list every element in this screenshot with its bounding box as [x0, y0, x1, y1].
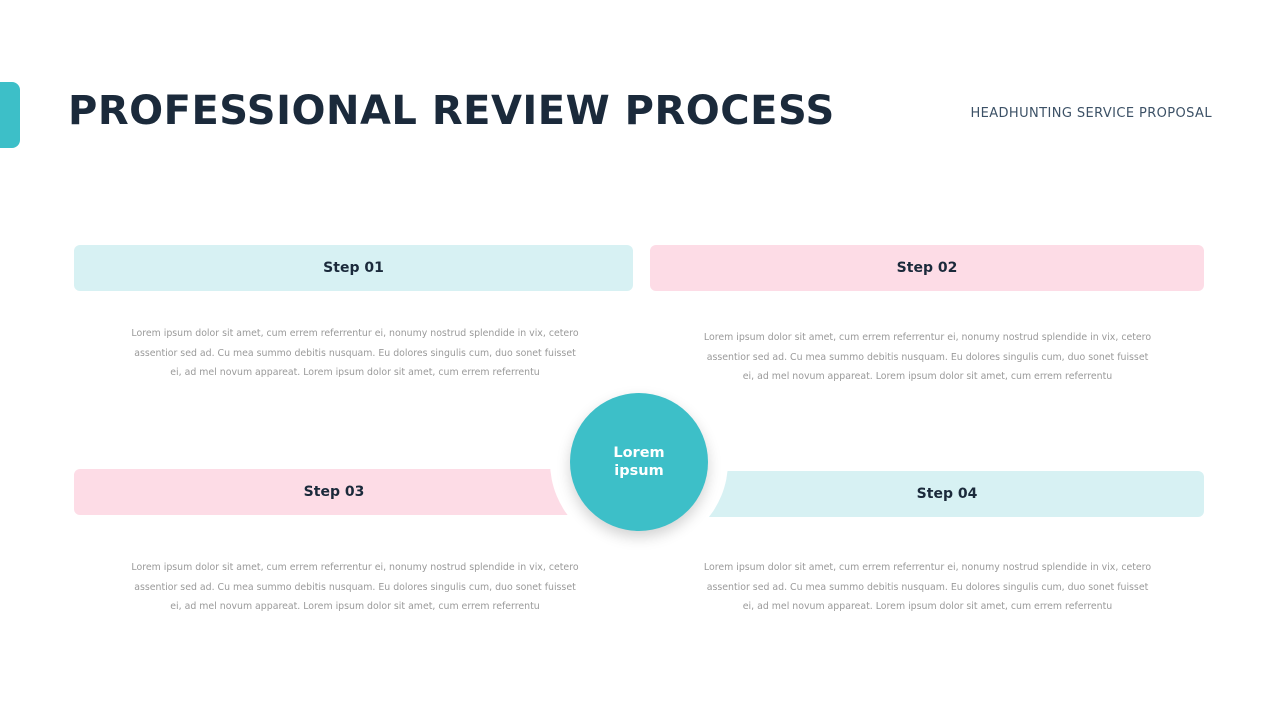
- step-01-bar: Step 01: [74, 245, 633, 291]
- step-02-description: Lorem ipsum dolor sit amet, cum errem re…: [703, 332, 1152, 382]
- step-03-label: Step 03: [303, 484, 365, 500]
- page-subtitle: HEADHUNTING SERVICE PROPOSAL: [970, 106, 1212, 121]
- step-02-label: Step 02: [896, 260, 958, 276]
- step-03-description: Lorem ipsum dolor sit amet, cum errem re…: [131, 562, 579, 612]
- step-04-description: Lorem ipsum dolor sit amet, cum errem re…: [703, 562, 1152, 612]
- step-01-label: Step 01: [323, 260, 384, 276]
- page-title: PROFESSIONAL REVIEW PROCESS: [68, 88, 835, 134]
- step-04-bar: Step 04: [690, 471, 1204, 517]
- step-04-label: Step 04: [916, 486, 978, 502]
- accent-tab-decoration: [0, 82, 20, 148]
- center-hub-circle: Lorem ipsum: [570, 393, 708, 531]
- step-02-bar: Step 02: [650, 245, 1204, 291]
- step-01-description: Lorem ipsum dolor sit amet, cum errem re…: [131, 328, 579, 378]
- step-03-bar: Step 03: [74, 469, 594, 515]
- hub-label: Lorem ipsum: [613, 445, 665, 479]
